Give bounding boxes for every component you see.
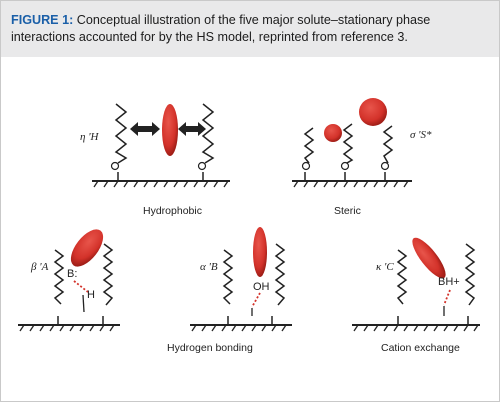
alkyl-chain bbox=[222, 249, 234, 305]
hbond-acid-panel: β 'A B: H bbox=[18, 229, 120, 332]
cation-exchange-label: Cation exchange bbox=[381, 342, 460, 354]
hydrogen-atom-label: H bbox=[87, 289, 95, 301]
surface-hatch bbox=[353, 324, 479, 332]
alkyl-chain bbox=[464, 243, 476, 306]
hydrogen-bond bbox=[73, 280, 89, 293]
hydrogen-bond bbox=[251, 292, 261, 308]
alkyl-chain bbox=[303, 127, 315, 164]
ionic-interaction bbox=[443, 289, 451, 306]
solute-molecule bbox=[70, 229, 104, 267]
hydrophobic-symbol: η 'H bbox=[80, 131, 100, 143]
base-atom-label: B: bbox=[67, 268, 77, 280]
protonated-base-label: BH+ bbox=[438, 276, 460, 288]
hbond-base-panel: α 'B OH bbox=[190, 227, 292, 332]
figure-number: FIGURE 1: bbox=[11, 13, 74, 27]
solute-molecule bbox=[253, 227, 267, 277]
solute-molecule bbox=[162, 104, 178, 156]
caption-box: FIGURE 1: Conceptual illustration of the… bbox=[1, 1, 499, 57]
surface-hatch bbox=[191, 324, 287, 332]
hydrogen-bonding-label: Hydrogen bonding bbox=[167, 342, 253, 354]
alkyl-chain bbox=[342, 123, 354, 164]
caption-text: Conceptual illustration of the five majo… bbox=[11, 13, 431, 44]
figure-caption: FIGURE 1: Conceptual illustration of the… bbox=[11, 12, 491, 46]
surface-hatch bbox=[93, 180, 229, 188]
alkyl-chain bbox=[53, 249, 65, 305]
alkyl-chain bbox=[274, 243, 286, 306]
hydrophobic-arrow-left bbox=[130, 122, 160, 136]
hydrophobic-label: Hydrophobic bbox=[143, 205, 202, 217]
large-solute-molecule bbox=[359, 98, 387, 126]
alkyl-chain bbox=[382, 125, 394, 164]
hydrophobic-panel: η 'H Hydrophobic bbox=[80, 103, 230, 217]
hbond-base-symbol: α 'B bbox=[200, 261, 218, 273]
hbond-acid-symbol: β 'A bbox=[30, 261, 49, 273]
alkyl-chain bbox=[201, 103, 215, 164]
linker-oxygen bbox=[380, 161, 390, 171]
solute-molecule bbox=[412, 237, 446, 279]
surface-hatch bbox=[19, 324, 115, 332]
alkyl-chain bbox=[102, 243, 114, 306]
cation-symbol: κ 'C bbox=[376, 261, 394, 273]
steric-panel: σ 'S* Steric bbox=[292, 98, 432, 217]
small-solute-molecule bbox=[324, 124, 342, 142]
alkyl-chain bbox=[114, 103, 128, 164]
surface-hatch bbox=[293, 180, 409, 188]
hydrophobic-arrow-right bbox=[178, 122, 206, 136]
linker-oxygen bbox=[110, 161, 120, 171]
silanol-bond bbox=[82, 294, 85, 313]
steric-label: Steric bbox=[334, 205, 361, 217]
linker-oxygen bbox=[340, 161, 350, 171]
linker-oxygen bbox=[197, 161, 207, 171]
cation-exchange-panel: κ 'C BH+ Cation exchange bbox=[352, 237, 480, 354]
alkyl-chain bbox=[396, 249, 408, 305]
steric-symbol: σ 'S* bbox=[410, 129, 432, 141]
hydroxyl-atom-label: OH bbox=[253, 281, 270, 293]
linker-oxygen bbox=[301, 161, 311, 171]
